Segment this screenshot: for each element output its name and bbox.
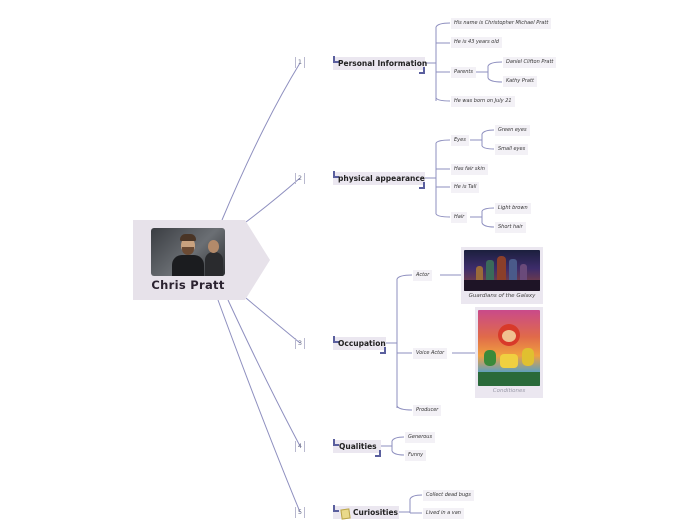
central-topic[interactable]: Chris Pratt [133,220,270,300]
branch-node-qualities[interactable] [333,440,381,453]
node-producer[interactable]: Producer [413,405,442,416]
connector-eyes-c1 [481,129,495,135]
node-parents[interactable]: Parents [451,67,476,78]
note-icon [340,508,351,520]
connector-1-c1 [435,22,451,28]
branch-label-qualities: Qualities [339,442,377,451]
connector-5-c1 [409,494,423,500]
node-bracket [333,439,339,446]
connector-eyes-c2 [481,145,495,150]
node-lived-van[interactable]: Lived in a van [423,508,464,519]
connector-branch-4 [227,299,301,447]
node-fair-skin[interactable]: Has fair skin [451,164,488,175]
node-hair[interactable]: Hair [451,212,468,223]
node-actor[interactable]: Actor [413,270,433,281]
connector-4-c2 [391,450,405,456]
connector-4-c1 [391,436,405,442]
connector-3-c1 [396,274,413,280]
branch-number-2: 2 [295,173,305,184]
node-bracket [375,450,381,457]
node-light-brown[interactable]: Light brown [495,203,531,214]
connector-2-c4 [435,213,451,218]
node-birthday[interactable]: He was born on July 21 [451,96,515,107]
connector-branch-1 [221,62,301,221]
node-eyes[interactable]: Eyes [451,135,469,146]
node-voice-actor[interactable]: Voice Actor [413,348,448,359]
node-bracket [419,67,425,74]
connector-branch-2 [245,177,301,223]
node-name[interactable]: His name is Christopher Michael Pratt [451,18,552,29]
node-bracket [333,336,339,343]
connector-hair-c1 [481,207,495,212]
branch-number-4: 4 [295,441,305,452]
node-parent-mother[interactable]: Kathy Pratt [503,76,537,87]
connector-branch-5 [217,299,301,513]
branch-number-3: 3 [295,338,305,349]
branch-label-curiosities: Curiosities [353,508,399,517]
central-title: Chris Pratt [151,278,225,292]
node-generous[interactable]: Generous [405,432,436,443]
connector-parents-c1 [487,61,503,67]
connector-branch-3 [245,297,301,344]
connector-3-c3 [396,405,413,411]
mario-poster-image [478,310,540,386]
branch-node-physical-appearance[interactable] [333,172,425,185]
node-collect-bugs[interactable]: Collect dead bugs [423,490,474,501]
node-bracket [333,171,339,178]
node-small-eyes[interactable]: Small eyes [495,144,529,155]
connector-hair-c2 [481,222,495,228]
node-bracket [333,505,339,512]
node-short-hair[interactable]: Short hair [495,222,526,233]
connector-2-c1 [435,139,451,144]
chris-pratt-photo [151,228,225,276]
node-funny[interactable]: Funny [405,450,427,461]
caption-guardians: Guardians of the Galaxy [468,293,536,299]
branch-number-1: 1 [295,57,305,68]
branch-label-personal-information: Personal Information [338,59,428,68]
branch-number-5: 5 [295,507,305,518]
node-parent-father[interactable]: Daniel Clifton Pratt [503,57,557,68]
node-bracket [380,347,386,354]
node-tall[interactable]: He is Tall [451,182,480,193]
guardians-poster-image [464,250,540,291]
caption-mario-movie: Conditiones [492,388,526,394]
image-node-guardians[interactable]: Guardians of the Galaxy [461,247,543,304]
branch-label-occupation: Occupation [338,339,386,348]
image-node-mario-movie[interactable]: Conditiones [475,307,543,398]
node-green-eyes[interactable]: Green eyes [495,125,530,136]
connector-1-c4 [435,97,451,102]
node-bracket [419,182,425,189]
branch-node-personal-information[interactable] [333,57,425,70]
node-age[interactable]: He is 43 years old [451,37,502,48]
connector-parents-c2 [487,77,503,83]
node-bracket [333,56,339,63]
branch-node-occupation[interactable] [333,337,386,350]
branch-label-physical-appearance: physical appearance [338,174,425,183]
